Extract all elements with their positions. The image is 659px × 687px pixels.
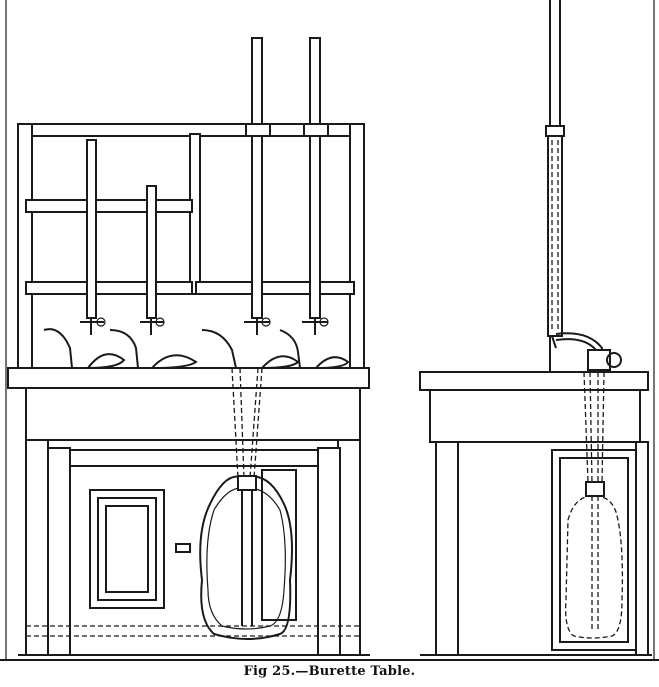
side-feed-tubes [583, 371, 605, 483]
burette-1 [80, 139, 106, 335]
side-view [419, 0, 652, 656]
burette-2 [140, 185, 165, 335]
side-flask [587, 349, 622, 371]
burette-4 [302, 37, 329, 335]
front-view [7, 37, 370, 656]
siphon-tubes [43, 328, 301, 369]
reservoir-bottle [199, 475, 293, 640]
side-bottle [565, 481, 624, 639]
table-top [7, 367, 370, 441]
figure-caption: Fig 25.—Burette Table. [243, 664, 416, 679]
side-table-top [419, 371, 649, 443]
burette-3 [244, 37, 271, 335]
side-burette [545, 0, 603, 372]
beakers [86, 353, 350, 370]
side-cabinet [420, 441, 652, 656]
cabinet [18, 439, 370, 656]
feed-tubes [231, 367, 263, 479]
